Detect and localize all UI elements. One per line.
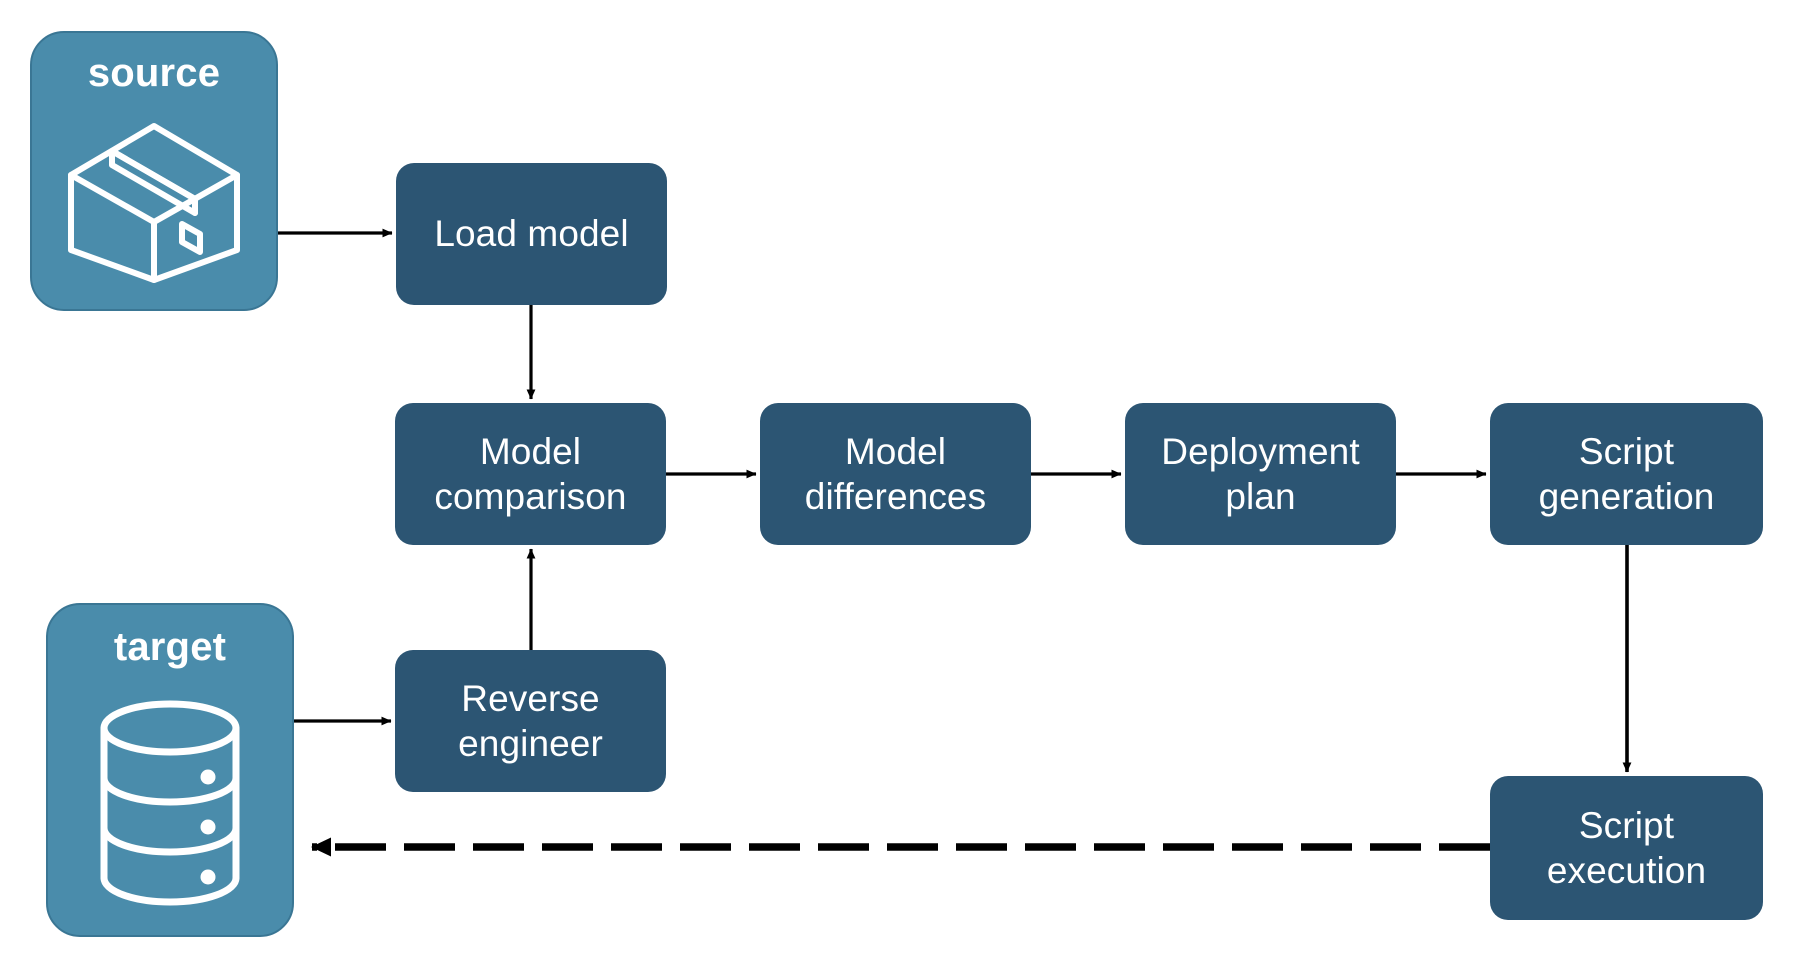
process-script-execution[interactable]: Script execution [1490,776,1763,920]
process-load-model[interactable]: Load model [396,163,667,305]
process-script-execution-label: Script execution [1546,804,1707,891]
endpoint-source-label: source [87,51,221,95]
process-reverse-engineer-label: Reverse engineer [458,677,603,764]
process-model-comparison[interactable]: Model comparison [395,403,666,545]
process-script-generation-label: Script generation [1538,430,1715,517]
endpoint-target-label: target [113,625,227,669]
process-deployment-plan[interactable]: Deployment plan [1125,403,1396,545]
process-deployment-plan-label: Deployment plan [1161,430,1360,517]
process-reverse-engineer[interactable]: Reverse engineer [395,650,666,792]
process-model-comparison-label: Model comparison [434,430,627,517]
process-script-generation[interactable]: Script generation [1490,403,1763,545]
process-model-differences-label: Model differences [804,430,987,517]
process-model-differences[interactable]: Model differences [760,403,1031,545]
database-cylinder-icon [48,670,292,935]
endpoint-source[interactable]: source [30,31,278,311]
endpoint-target[interactable]: target [46,603,294,937]
package-box-icon [32,96,276,309]
process-load-model-label: Load model [434,213,629,255]
